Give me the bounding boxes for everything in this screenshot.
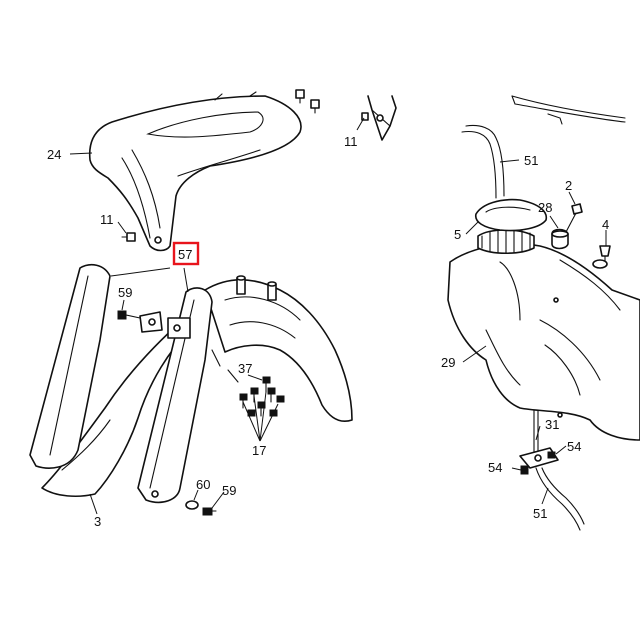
label-57: 57 <box>178 247 192 262</box>
label-54-right: 54 <box>567 439 581 454</box>
label-2: 2 <box>565 178 572 193</box>
fork-guard-left <box>29 263 111 469</box>
label-37: 37 <box>238 361 252 376</box>
label-24: 24 <box>47 147 61 162</box>
label-57-highlighted[interactable]: 57 <box>172 241 200 266</box>
bolt-group-37 <box>239 376 285 417</box>
label-54-left: 54 <box>488 460 502 475</box>
highlight-box <box>172 241 200 266</box>
callout-labels: 24 11 11 51 2 28 4 5 57 59 29 37 17 31 5… <box>47 134 609 529</box>
fuel-tank-part <box>447 229 640 441</box>
label-51-lower: 51 <box>533 506 547 521</box>
label-60: 60 <box>196 477 210 492</box>
label-17: 17 <box>252 443 266 458</box>
label-29: 29 <box>441 355 455 370</box>
label-31: 31 <box>545 417 559 432</box>
clamp-59-upper <box>117 310 163 333</box>
label-59-upper: 59 <box>118 285 132 300</box>
label-3: 3 <box>94 514 101 529</box>
fork-guard-right-part <box>137 287 213 504</box>
label-59-lower: 59 <box>222 483 236 498</box>
leader-lines <box>69 117 607 515</box>
label-4: 4 <box>602 217 609 232</box>
bolt-60-59-lower <box>185 500 217 516</box>
label-11-top: 11 <box>344 134 358 149</box>
breather-hose-upper <box>461 124 505 199</box>
fuel-tap-part <box>519 409 585 531</box>
label-51-upper: 51 <box>524 153 538 168</box>
mask-bracket <box>361 95 397 141</box>
label-11-left: 11 <box>100 212 114 227</box>
headlight-mask-part <box>88 91 302 252</box>
bolt-11-upper <box>121 89 320 242</box>
seat-outline <box>511 95 626 125</box>
tank-bolts <box>551 203 611 269</box>
fuel-cap-part <box>475 198 548 232</box>
label-5: 5 <box>454 227 461 242</box>
label-28: 28 <box>538 200 552 215</box>
